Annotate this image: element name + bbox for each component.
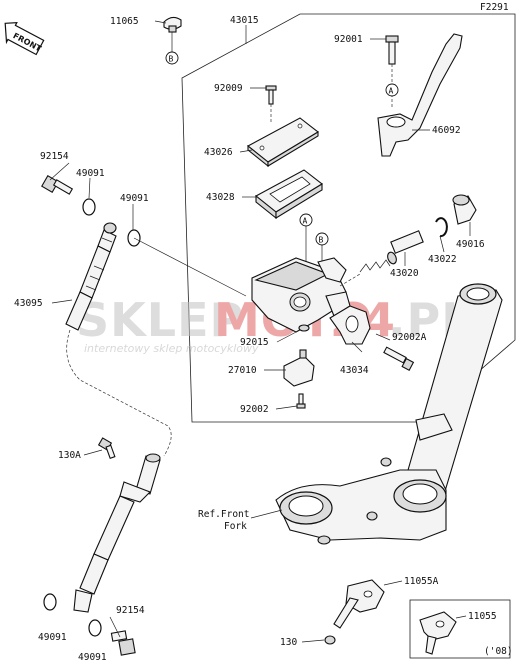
part-130-bolt <box>324 635 336 645</box>
svg-text:A: A <box>389 87 394 96</box>
part-11065-cap: B <box>163 16 182 65</box>
label-43028: 43028 <box>206 192 235 203</box>
label-43026: 43026 <box>204 147 233 158</box>
part-43022-circlip <box>435 217 448 238</box>
diagram-code: F2291 <box>480 2 509 13</box>
label-92154-top: 92154 <box>40 151 69 162</box>
part-labels: 11065 43015 92001 92009 46092 43026 9215… <box>14 15 513 663</box>
label-49091-c: 49091 <box>38 632 67 643</box>
label-92002: 92002 <box>240 404 269 415</box>
label-variant-year: ('08) <box>484 646 513 657</box>
variant-inset-frame <box>409 599 511 659</box>
part-43028-diaphragm <box>255 169 323 220</box>
label-43022: 43022 <box>428 254 457 265</box>
part-27010-brake-switch <box>283 349 315 387</box>
label-49016: 49016 <box>456 239 485 250</box>
leader-lines <box>49 20 471 643</box>
label-49091-a: 49091 <box>76 168 105 179</box>
label-43034: 43034 <box>340 365 369 376</box>
label-43095: 43095 <box>14 298 43 309</box>
part-43034-clamp <box>329 305 371 345</box>
leader-hose-to-body <box>133 237 247 297</box>
part-130A-bolt <box>97 437 116 460</box>
part-49016-dust-boot <box>452 194 477 225</box>
fork-triple-clamp <box>275 283 503 545</box>
master-cylinder-body <box>251 257 351 333</box>
label-49091-d: 49091 <box>78 652 107 663</box>
label-27010: 27010 <box>228 365 257 376</box>
front-direction-badge: FRONT <box>4 22 45 56</box>
part-92015-screw <box>298 324 310 332</box>
label-11055: 11055 <box>468 611 497 622</box>
label-92154-bottom: 92154 <box>116 605 145 616</box>
part-92009-screw <box>265 85 277 122</box>
label-92015: 92015 <box>240 337 269 348</box>
svg-text:B: B <box>319 236 324 245</box>
part-43095-brake-hose <box>65 222 117 331</box>
label-92002A: 92002A <box>392 332 427 343</box>
part-92154-banjo-bolt-bottom <box>110 630 136 656</box>
part-49091-washer-top-a <box>82 198 96 216</box>
hose-route <box>66 329 172 457</box>
master-cylinder-assembly-frame <box>181 13 516 423</box>
watermark-tagline: internetowy sklep motocyklowy <box>84 342 259 355</box>
callout-b-icon: B <box>169 55 174 64</box>
label-92001: 92001 <box>334 34 363 45</box>
label-130A: 130A <box>58 450 81 461</box>
hose-lower-assembly <box>73 453 161 613</box>
part-43020-piston-kit <box>339 230 424 287</box>
part-11055A-hose-bracket <box>333 579 385 629</box>
label-43020: 43020 <box>390 268 419 279</box>
part-92154-banjo-bolt-top <box>41 175 74 195</box>
watermark-text-1: SKLEP <box>76 293 244 347</box>
part-92002-screw <box>296 393 306 409</box>
label-ref-fork: Fork <box>224 521 247 532</box>
part-92002A-bolt <box>383 346 415 372</box>
part-11055-hose-bracket <box>419 611 457 655</box>
part-43026-reservoir-cap <box>247 117 319 168</box>
label-46092: 46092 <box>432 125 461 136</box>
part-92001-bolt: A <box>385 35 399 108</box>
label-130: 130 <box>280 637 297 648</box>
svg-text:A: A <box>303 217 308 226</box>
label-11065: 11065 <box>110 16 139 27</box>
label-92009: 92009 <box>214 83 243 94</box>
label-43015: 43015 <box>230 15 259 26</box>
part-46092-brake-lever <box>377 33 463 157</box>
part-49091-washer-bottom-b <box>88 619 102 637</box>
part-49091-washer-bottom-a <box>43 593 57 611</box>
label-11055A: 11055A <box>404 576 439 587</box>
label-49091-b: 49091 <box>120 193 149 204</box>
callout-markers-body: A B <box>299 213 329 268</box>
label-ref-front: Ref.Front <box>198 509 249 520</box>
